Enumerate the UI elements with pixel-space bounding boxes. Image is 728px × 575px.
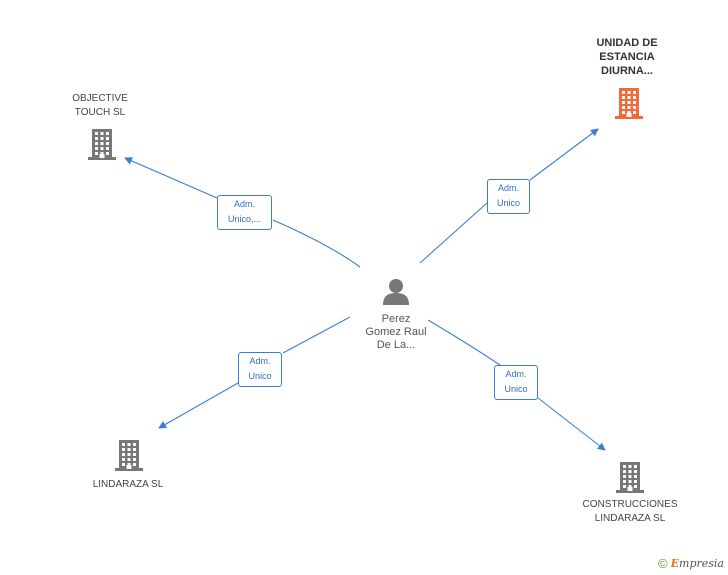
building-icon[interactable]	[613, 86, 645, 120]
company-label-construcciones[interactable]: CONSTRUCCIONES LINDARAZA SL	[582, 499, 678, 524]
person-icon[interactable]	[381, 278, 411, 306]
edge-line-objective	[125, 158, 361, 268]
building-icon[interactable]	[614, 460, 646, 494]
company-label-unidad[interactable]: UNIDAD DE ESTANCIA DIURNA...	[596, 37, 658, 77]
edge-label-lindaraza[interactable]: Adm. Unico	[238, 352, 282, 387]
building-icon[interactable]	[113, 438, 145, 472]
building-icon[interactable]	[86, 127, 118, 161]
person-label[interactable]: Perez Gomez Raul De La...	[365, 313, 427, 351]
copyright-icon: ©	[658, 556, 668, 571]
edge-label-objective[interactable]: Adm. Unico,...	[217, 195, 272, 230]
edge-label-construcciones[interactable]: Adm. Unico	[494, 365, 538, 400]
footer-brand: © Empresia	[658, 556, 724, 571]
edge-line-lindaraza	[159, 316, 351, 428]
edge-line-construcciones	[427, 319, 605, 450]
edge-label-unidad[interactable]: Adm. Unico	[487, 179, 530, 214]
company-label-objective[interactable]: OBJECTIVE TOUCH SL	[72, 93, 128, 118]
brand-logo[interactable]: Empresia	[670, 557, 724, 570]
company-label-lindaraza[interactable]: LINDARAZA SL	[92, 479, 164, 490]
edge-line-unidad	[419, 129, 598, 264]
